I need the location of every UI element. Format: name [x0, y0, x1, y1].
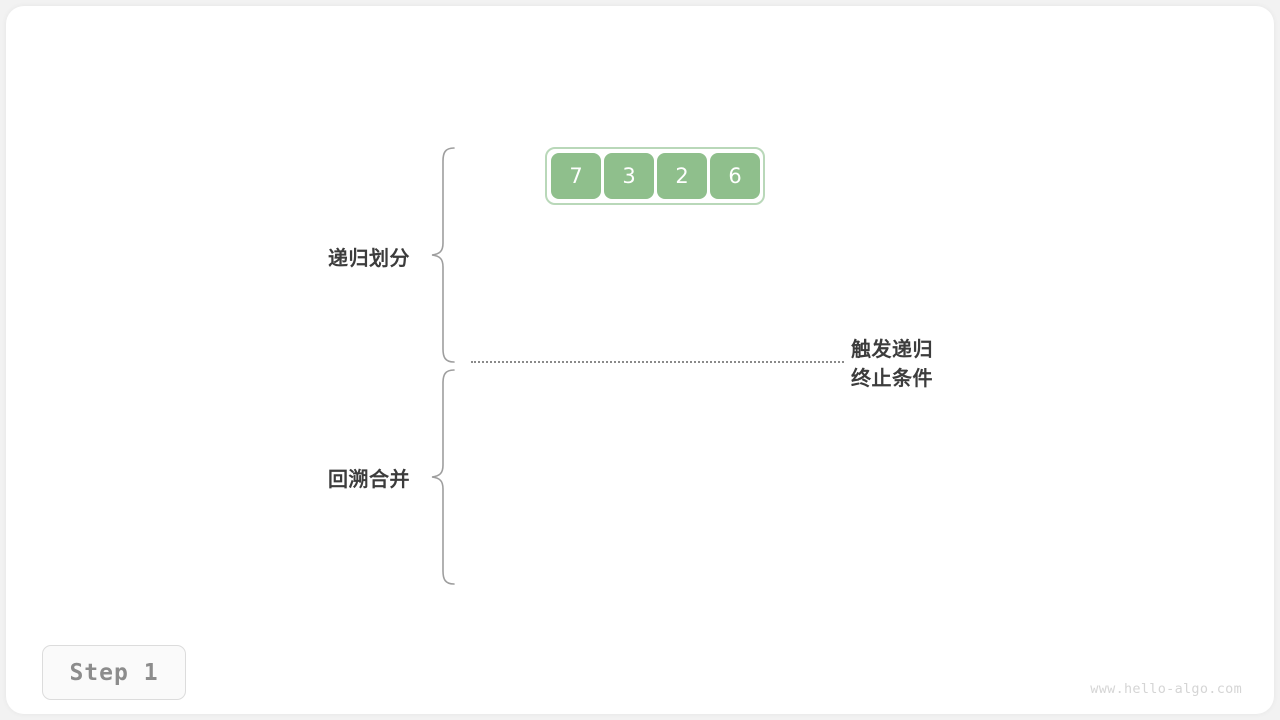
divide-brace: [430, 147, 456, 363]
array-cell-list: 7 3 2 6: [551, 153, 760, 199]
watermark-url: www.hello-algo.com: [1090, 681, 1242, 697]
step-badge: Step 1: [42, 645, 186, 700]
array-cell: 2: [657, 153, 707, 199]
recursion-base-case-divider: [471, 361, 844, 363]
array-cell: 6: [710, 153, 760, 199]
label-recursive-divide: 递归划分: [328, 248, 410, 270]
array-container: 7 3 2 6: [545, 147, 765, 205]
merge-brace-icon: [431, 369, 455, 585]
array-cell: 7: [551, 153, 601, 199]
figure-card: 递归划分 回溯合并 7 3 2 6 触发递归 终止条件 Step 1 www.h…: [6, 6, 1274, 714]
annotation-line-1: 触发递归: [851, 339, 933, 361]
annotation-base-case: 触发递归 终止条件: [851, 336, 933, 394]
merge-brace: [430, 369, 456, 585]
annotation-line-2: 终止条件: [851, 368, 933, 390]
divide-brace-icon: [431, 147, 455, 363]
label-backtrack-merge: 回溯合并: [328, 469, 410, 491]
array-cell: 3: [604, 153, 654, 199]
